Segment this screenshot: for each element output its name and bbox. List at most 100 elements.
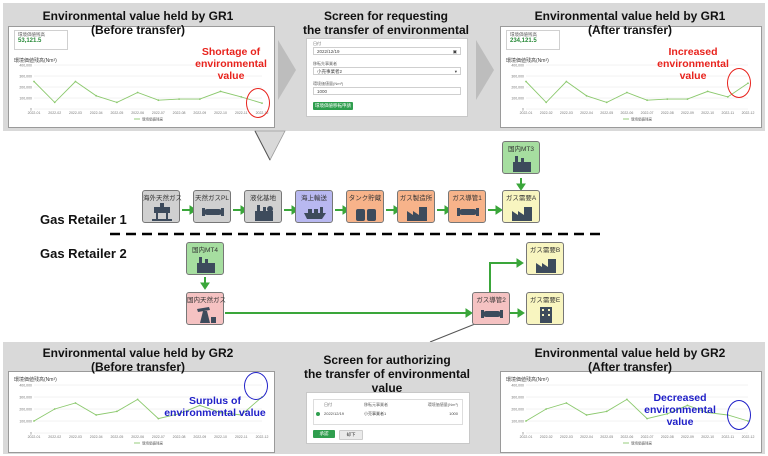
x-tick-label: 2022-04 xyxy=(90,435,103,439)
data-point xyxy=(116,410,118,413)
recipient-select[interactable]: 小売事業者2▾ xyxy=(313,67,461,75)
x-tick-label: 2022-09 xyxy=(681,435,694,439)
node-gas-demand-e[interactable]: ガス需要E xyxy=(526,292,564,325)
title-line-2: (Before transfer) xyxy=(90,23,186,37)
data-point xyxy=(545,101,548,104)
x-tick-label: 2022-07 xyxy=(641,111,654,115)
x-tick-label: 2022-04 xyxy=(580,111,593,115)
node-liquefaction-base[interactable]: 液化基地 xyxy=(244,190,282,223)
x-tick-label: 2022-02 xyxy=(540,435,553,439)
date-label: 日付 xyxy=(313,41,321,46)
stat-value: 234,121.5 xyxy=(510,38,537,44)
node-domestic-mt3[interactable]: 国内MT3 xyxy=(502,141,540,174)
callout-line-1: Decreased xyxy=(653,392,707,404)
recipient-value: 小売事業者2 xyxy=(317,69,343,74)
series-line xyxy=(525,398,749,422)
series-line xyxy=(33,396,263,422)
chart-label: 環境価値残高(Nm³) xyxy=(506,377,549,383)
approve-button[interactable]: 承認 xyxy=(313,430,335,438)
stat-label: 環境価値残高 xyxy=(510,32,537,37)
data-point xyxy=(626,398,628,401)
gr2-before-panel xyxy=(8,371,275,453)
y-tick-label: 300,000 xyxy=(19,75,32,79)
node-overseas-gas[interactable]: 海外天然ガス xyxy=(142,190,182,223)
pipe-icon xyxy=(457,208,479,216)
node-label: 海外天然ガス xyxy=(143,195,182,202)
x-tick-label: 2022-09 xyxy=(681,111,694,115)
chart-label: 環境価値残高(Nm³) xyxy=(14,58,57,64)
callout-line-1: Surplus of xyxy=(189,395,241,407)
submit-transfer-button[interactable]: 環境価値移転申請 xyxy=(313,102,353,110)
gas-retailer-2-label: Gas Retailer 2 xyxy=(40,246,127,261)
node-natural-gas-pipeline[interactable]: 天然ガスPL xyxy=(193,190,231,223)
x-tick-label: 2022-03 xyxy=(69,435,82,439)
y-tick-label: 300,000 xyxy=(511,396,524,400)
node-domestic-gas[interactable]: 国内天然ガス xyxy=(186,292,226,325)
x-tick-label: 2022-11 xyxy=(722,435,735,439)
title-line-1: Screen for authorizing xyxy=(323,353,451,367)
node-label: ガス需要B xyxy=(529,247,561,254)
node-gas-pipe-2[interactable]: ガス導管2 xyxy=(472,292,510,325)
data-point xyxy=(95,414,98,416)
node-tank-storage[interactable]: タンク貯蔵 xyxy=(346,190,384,223)
node-gas-demand-a[interactable]: ガス需要A xyxy=(502,190,540,223)
title-line-2: (After transfer) xyxy=(587,23,672,37)
y-tick-label: 100,000 xyxy=(511,97,524,101)
x-tick-label: 2022-11 xyxy=(235,111,248,115)
data-point xyxy=(136,398,139,401)
offshore-rig-icon xyxy=(152,203,172,221)
authorize-form: 日付 移転元事業者 環境価値量(Nm³) 2022/12/19 小売事業者1 1… xyxy=(306,392,470,444)
reject-button[interactable]: 却下 xyxy=(339,430,363,440)
amount-field[interactable]: 1000 xyxy=(313,87,461,95)
date-value: 2022/12/19 xyxy=(317,49,340,54)
data-point xyxy=(240,96,243,98)
gr1-after-title: Environmental value held by GR1 (After t… xyxy=(520,9,740,37)
y-tick-label: 100,000 xyxy=(19,97,32,101)
date-field[interactable]: 2022/12/19▣ xyxy=(313,47,461,55)
ship-icon xyxy=(304,207,326,219)
title-line-2: (Before transfer) xyxy=(90,360,186,374)
node-gas-demand-b[interactable]: ガス需要B xyxy=(526,242,564,275)
plant-icon xyxy=(197,257,215,273)
row-radio[interactable] xyxy=(316,412,320,416)
gr1-before-stat: 環境価値残高 53,121.5 xyxy=(14,30,68,50)
node-gas-plant[interactable]: ガス製造所 xyxy=(397,190,435,223)
stat-value: 53,121.5 xyxy=(18,38,42,44)
data-point xyxy=(74,402,77,404)
x-tick-label: 2022-02 xyxy=(48,111,61,115)
node-gas-pipe-1[interactable]: ガス導管1 xyxy=(448,190,486,223)
data-point xyxy=(240,414,243,416)
x-tick-label: 2022-08 xyxy=(661,435,674,439)
amount-label: 環境価値量(Nm³) xyxy=(313,81,344,86)
x-tick-label: 2022-08 xyxy=(173,111,186,115)
pipeline-icon xyxy=(202,208,224,216)
y-tick-label: 400,000 xyxy=(511,64,524,68)
x-tick-label: 2022-03 xyxy=(560,435,573,439)
data-point xyxy=(686,404,689,407)
data-point xyxy=(706,411,709,414)
authorize-screen-title: Screen for authorizing the transfer of e… xyxy=(296,353,478,395)
y-tick-label: 400,000 xyxy=(19,384,32,388)
data-point xyxy=(198,98,201,100)
data-point xyxy=(53,101,56,104)
building-icon xyxy=(540,307,552,323)
x-tick-label: 2022-08 xyxy=(173,435,186,439)
data-point xyxy=(706,90,709,93)
transfer-request-form: 日付 2022/12/19▣ 移転先事業者 小売事業者2▾ 環境価値量(Nm³)… xyxy=(306,38,468,117)
data-point xyxy=(53,408,56,410)
legend-label: 環境価値残高 xyxy=(142,116,163,121)
stat-label: 環境価値残高 xyxy=(18,32,45,37)
plant-icon xyxy=(255,205,273,221)
row-date: 2022/12/19 xyxy=(324,411,345,416)
x-tick-label: 2022-12 xyxy=(742,435,755,439)
callout-line-2: environmental xyxy=(195,58,267,70)
data-point xyxy=(626,91,628,94)
node-marine-transport[interactable]: 海上輸送 xyxy=(295,190,333,223)
callout-line-1: Increased xyxy=(668,46,718,58)
data-point xyxy=(646,417,648,420)
node-domestic-mt4[interactable]: 国内MT4 xyxy=(186,242,224,275)
data-point xyxy=(666,412,669,415)
